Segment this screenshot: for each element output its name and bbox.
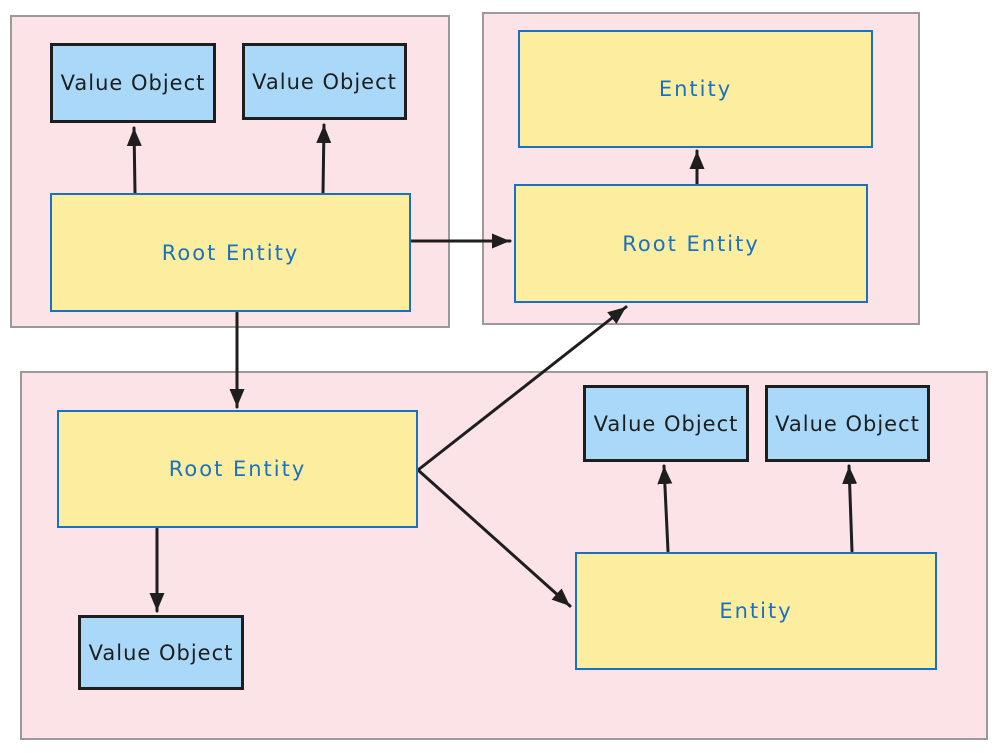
node-entity[interactable]: Entity xyxy=(518,30,873,148)
node-value-object[interactable]: Value Object xyxy=(242,43,407,120)
node-value-object[interactable]: Value Object xyxy=(765,385,930,462)
node-root-entity[interactable]: Root Entity xyxy=(514,184,868,303)
node-entity[interactable]: Entity xyxy=(575,552,937,670)
node-value-object[interactable]: Value Object xyxy=(78,615,244,690)
node-value-object[interactable]: Value Object xyxy=(50,43,216,123)
node-value-object[interactable]: Value Object xyxy=(583,385,749,462)
node-root-entity[interactable]: Root Entity xyxy=(50,193,411,312)
node-root-entity[interactable]: Root Entity xyxy=(57,410,418,528)
